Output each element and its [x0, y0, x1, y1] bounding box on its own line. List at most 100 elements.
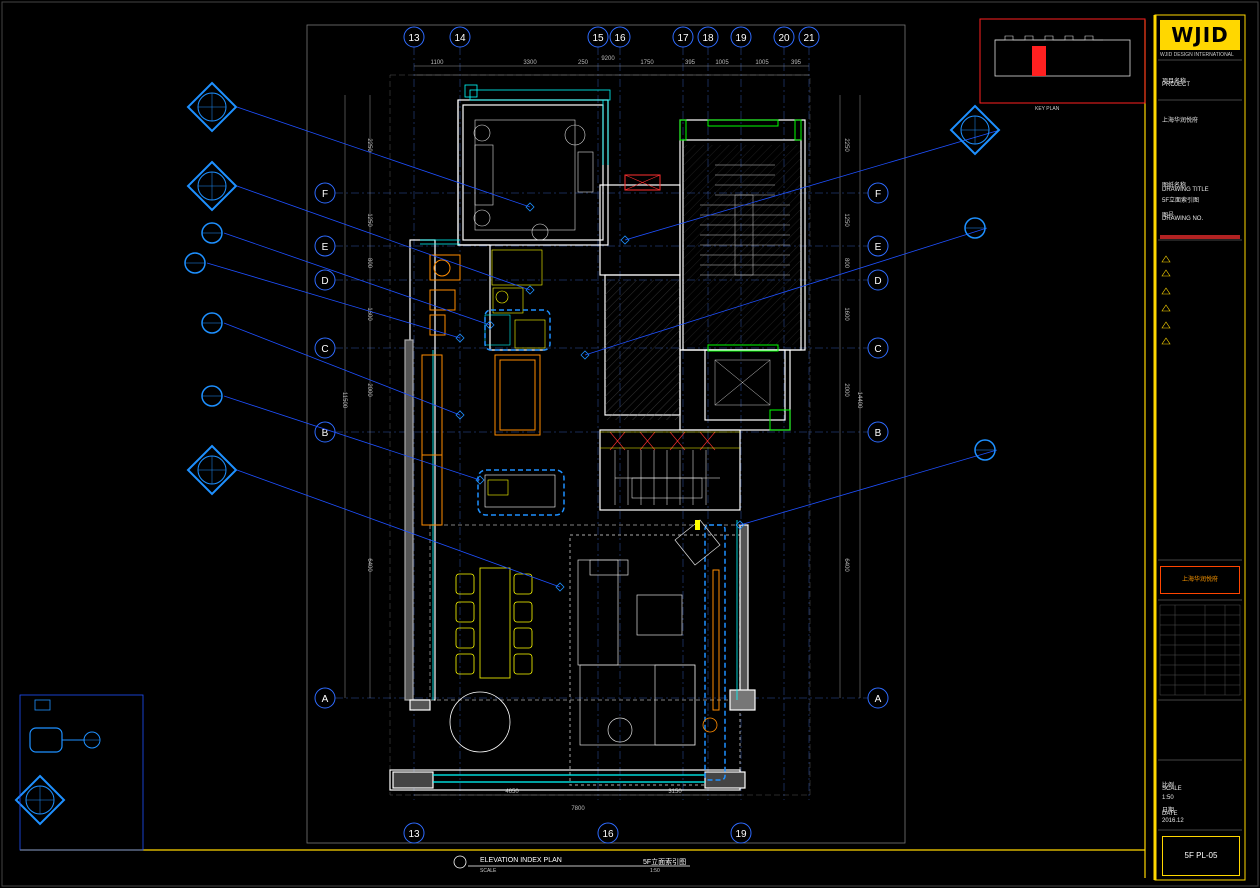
svg-text:B: B — [322, 428, 329, 439]
title-block-row: SCALE — [1162, 786, 1182, 792]
bathroom-fixtures — [421, 254, 541, 526]
project-name-box: 上海华润悦府 — [1160, 566, 1240, 594]
elevation-index-marker-0 — [186, 81, 535, 212]
grid-bubble-15: 15 — [587, 26, 609, 48]
hatched-floor — [605, 280, 680, 420]
title-block-row: PROJECT — [1162, 82, 1191, 88]
scale-label: SCALE — [480, 868, 497, 874]
drawing-title-cn: 5F立面索引图 — [643, 859, 687, 866]
svg-text:C: C — [874, 344, 881, 355]
elevation-index-marker-5 — [201, 222, 495, 330]
dining-table — [455, 567, 533, 679]
title-block-row: 图纸名称 — [1162, 183, 1187, 189]
dim-bottom-1: 3150 — [668, 789, 682, 795]
drawing-title: ELEVATION INDEX PLAN — [480, 857, 562, 864]
title-block-row: 2016.12 — [1162, 818, 1184, 824]
dim-right-0: 2250 — [843, 138, 849, 152]
svg-text:18: 18 — [702, 33, 714, 44]
key-plan — [979, 18, 1146, 104]
dim-left-0: 2250 — [366, 138, 372, 152]
svg-text:E: E — [322, 242, 329, 253]
dim-right-total: 14400 — [856, 392, 862, 409]
dim-bottom-0: 4650 — [505, 789, 519, 795]
svg-text:16: 16 — [614, 33, 626, 44]
drawing-title-bubble — [453, 855, 467, 869]
dim-top-5: 1005 — [715, 60, 729, 66]
grid-row-B-left: B — [314, 421, 336, 443]
grid-row-C-right: C — [867, 337, 889, 359]
dim-top-0: 1100 — [431, 60, 445, 66]
grid-bubble-17: 17 — [672, 26, 694, 48]
svg-text:16: 16 — [602, 829, 614, 840]
dim-right-2: 800 — [843, 258, 849, 269]
dim-top-7: 395 — [791, 60, 802, 66]
dim-left-total: 11500 — [341, 392, 347, 409]
dim-top-4: 395 — [685, 60, 696, 66]
sheet-number: 5F PL-05 — [1162, 836, 1240, 876]
grid-bubble-bottom-16: 16 — [597, 822, 619, 844]
title-block-row: 日期 — [1162, 808, 1175, 814]
bedroom-furniture — [473, 119, 594, 241]
title-block-row: 5F立面索引图 — [1162, 198, 1200, 204]
dim-right-5: 6400 — [843, 558, 849, 572]
grid-row-F-right: F — [867, 182, 889, 204]
company-logo: WJID — [1160, 20, 1240, 50]
grid-bubble-13: 13 — [403, 26, 425, 48]
key-plan-caption: KEY PLAN — [1035, 106, 1060, 112]
title-block-row: 项目名称 — [1162, 79, 1187, 85]
svg-text:C: C — [321, 344, 328, 355]
svg-text:14: 14 — [454, 33, 466, 44]
grid-bubble-21: 21 — [798, 26, 820, 48]
grid-row-C-left: C — [314, 337, 336, 359]
title-block-row: 1:50 — [1162, 795, 1174, 801]
dim-left-3: 1600 — [366, 307, 372, 321]
grid-row-E-left: E — [314, 235, 336, 257]
elevation-index-marker-8 — [201, 385, 485, 485]
grid-bubble-bottom-19: 19 — [730, 822, 752, 844]
round-table — [449, 691, 511, 753]
living-room-furniture — [577, 519, 721, 746]
elevation-index-marker-1 — [186, 160, 535, 295]
dim-left-2: 800 — [366, 258, 372, 269]
elevation-index-marker-3 — [186, 444, 565, 592]
svg-text:19: 19 — [735, 829, 747, 840]
title-block-row: DATE — [1162, 811, 1178, 817]
dim-right-4: 2000 — [843, 383, 849, 397]
svg-text:B: B — [875, 428, 882, 439]
dim-left-1: 1250 — [366, 213, 372, 227]
elevation-index-marker-7 — [201, 312, 465, 420]
legend-box — [19, 694, 144, 851]
elevation-index-marker-9 — [580, 217, 986, 360]
svg-text:A: A — [322, 694, 329, 705]
key-plan-highlight — [1032, 46, 1046, 76]
dim-top-2: 250 — [578, 60, 589, 66]
title-block-row: 比例 — [1162, 783, 1175, 789]
svg-text:13: 13 — [408, 829, 420, 840]
grid-row-A-left: A — [314, 687, 336, 709]
grid-row-D-left: D — [314, 269, 336, 291]
grid-bubble-bottom-13: 13 — [403, 822, 425, 844]
company-subtitle: WJID DESIGN INTERNATIONAL — [1160, 52, 1234, 58]
svg-text:17: 17 — [677, 33, 689, 44]
grid-row-F-left: F — [314, 182, 336, 204]
svg-text:13: 13 — [408, 33, 420, 44]
svg-text:A: A — [875, 694, 882, 705]
elevation-index-marker-4 — [14, 774, 66, 826]
title-block-row: 上海华润悦府 — [1162, 118, 1199, 124]
dim-top-6: 1005 — [755, 60, 769, 66]
walls — [389, 99, 806, 791]
title-block — [1154, 14, 1246, 881]
grid-row-A-right: A — [867, 687, 889, 709]
dim-bottom-total: 7800 — [571, 806, 585, 812]
grid-bubble-20: 20 — [773, 26, 795, 48]
svg-text:15: 15 — [592, 33, 604, 44]
dim-left-5: 6400 — [366, 558, 372, 572]
grid-bubble-18: 18 — [697, 26, 719, 48]
grid-bubble-16: 16 — [609, 26, 631, 48]
title-block-row: DRAWING NO. — [1162, 216, 1204, 222]
svg-text:E: E — [875, 242, 882, 253]
svg-text:F: F — [875, 189, 881, 200]
scale-value: 1:50 — [650, 868, 660, 874]
dim-top-3: 1750 — [640, 60, 654, 66]
